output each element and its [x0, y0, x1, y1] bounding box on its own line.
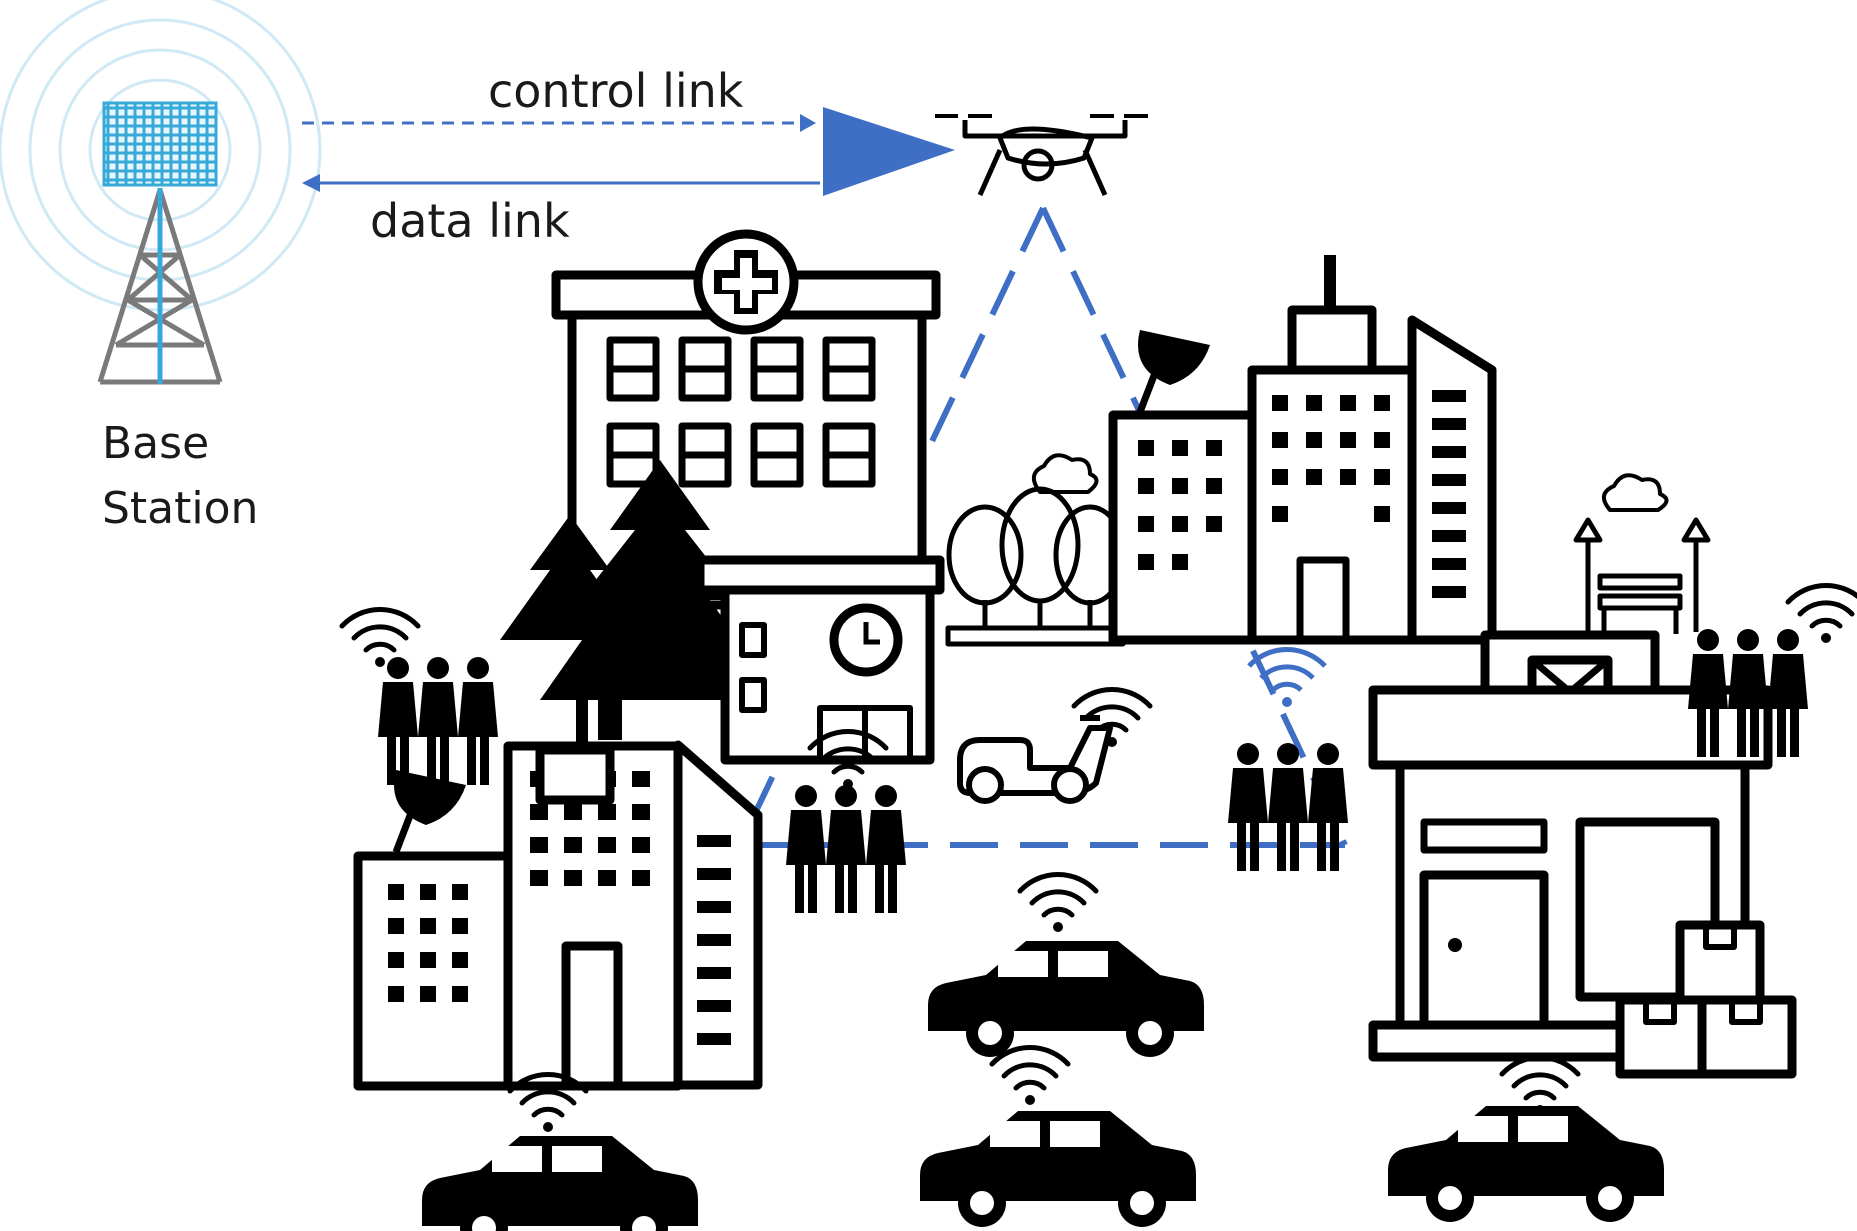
delivery-boxes-icon	[1615, 920, 1797, 1079]
hospital-icon	[551, 229, 941, 610]
people-group-icon	[1228, 647, 1348, 871]
base-station-label-line2: Station	[102, 483, 258, 534]
satellite-dish-icon	[1136, 330, 1210, 414]
car-icon	[422, 1074, 698, 1231]
car-icon	[920, 1047, 1196, 1227]
office-building-icon	[353, 690, 763, 1091]
antenna-beam-icon	[823, 107, 955, 196]
base-station-tower-icon	[0, 0, 322, 385]
base-station-label-line1: Base	[102, 418, 209, 469]
scooter-icon	[957, 689, 1150, 804]
park-bench-icon	[1573, 473, 1711, 634]
school-clock-icon	[695, 555, 945, 765]
control-link-label: control link	[488, 64, 744, 118]
drone-icon	[935, 114, 1148, 197]
office-building-icon	[1108, 255, 1497, 645]
control-link-arrow	[302, 114, 816, 132]
data-link-label: data link	[370, 194, 570, 248]
trees-icon	[945, 453, 1127, 647]
data-link-arrow	[302, 174, 820, 192]
pine-trees-icon	[500, 460, 780, 740]
car-icon	[1388, 1057, 1664, 1222]
people-group-icon	[342, 609, 498, 785]
car-icon	[928, 874, 1204, 1057]
